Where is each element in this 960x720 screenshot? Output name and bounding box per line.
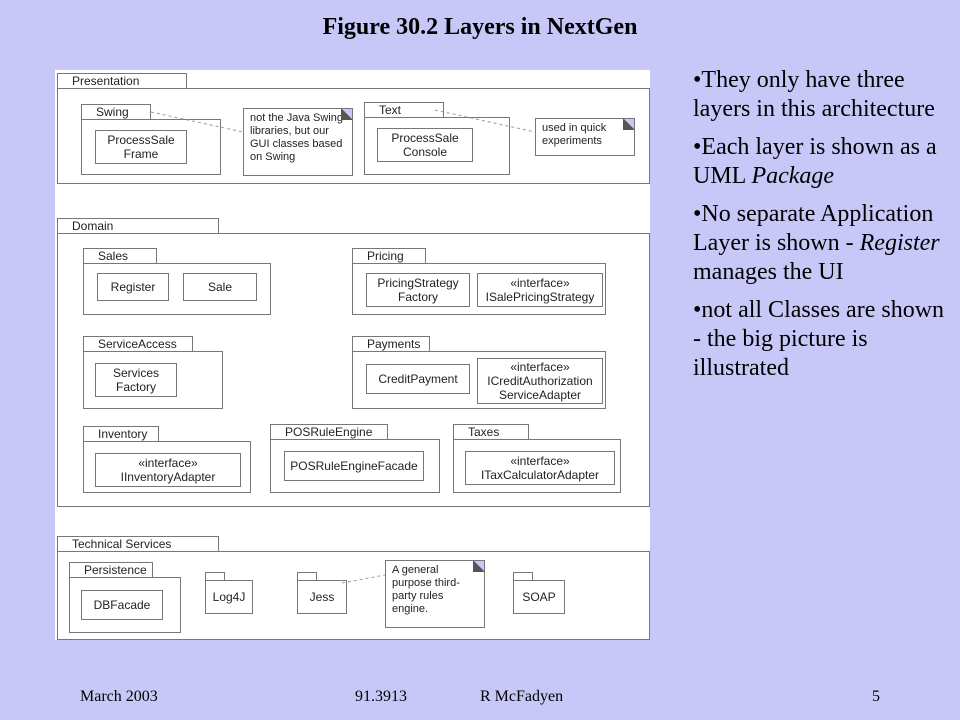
note-text: used in quick experiments [535,118,635,156]
footer-date: March 2003 [80,688,158,705]
note-fold-icon [623,119,634,130]
footer-course: 91.3913 [355,688,407,705]
class-creditpayment: CreditPayment [366,364,470,394]
class-sale: Sale [183,273,257,301]
package-log4j: Log4J [205,580,253,614]
note-anchor-line-swing [150,111,244,133]
bullet-list: •They only have three layers in this arc… [693,66,953,392]
note-anchor-line-jess [341,574,386,584]
dependency-lines [150,109,536,584]
note-jess: A general purpose third-party rules engi… [385,560,485,628]
note-jess-text: A general purpose third-party rules engi… [392,564,460,615]
package-jess: Jess [297,580,347,614]
bullet-2-italic: Package [751,163,835,189]
bullet-3-italic: Register [859,230,940,256]
package-tab-persistence: Persistence [69,562,153,578]
note-text-text: used in quick experiments [542,122,607,147]
footer-author: R McFadyen [480,688,564,705]
note-fold-icon [473,561,484,572]
package-tab-taxes: Taxes [453,424,529,440]
bullet-2-text: •Each layer is shown as a UML [693,134,937,189]
package-tab-swing: Swing [81,104,151,120]
class-posruleenginefacade: POSRuleEngineFacade [284,451,424,481]
class-iinventoryadapter: «interface»IInventoryAdapter [95,453,241,487]
note-swing: not the Java Swing libraries, but our GU… [243,108,353,176]
note-swing-text: not the Java Swing libraries, but our GU… [250,112,343,163]
bullet-3: •No separate Application Layer is shown … [693,200,953,287]
footer-page-number: 5 [872,688,880,705]
bullet-3-tail: manages the UI [693,259,844,285]
bullet-4: •not all Classes are shown - the big pic… [693,296,953,383]
class-register: Register [97,273,169,301]
slide-title: Figure 30.2 Layers in NextGen [322,14,638,40]
bullet-1-text: •They only have three layers in this arc… [693,67,935,122]
note-fold-icon [341,109,352,120]
bullet-2: •Each layer is shown as a UML Package [693,133,953,191]
package-tab-technical-services: Technical Services [57,536,219,552]
class-isalepricingstrategy: «interface»ISalePricingStrategy [477,273,603,307]
package-tab-payments: Payments [352,336,430,352]
bullet-1: •They only have three layers in this arc… [693,66,953,124]
note-anchor-line-text [434,109,536,133]
package-tab-posruleengine: POSRuleEngine [270,424,388,440]
class-itaxcalculatoradapter: «interface»ITaxCalculatorAdapter [465,451,615,485]
class-dbfacade: DBFacade [81,590,163,620]
package-soap: SOAP [513,580,565,614]
bullet-4-text: •not all Classes are shown - the big pic… [693,297,945,381]
bullet-3-text: •No separate Application Layer is shown … [693,201,934,256]
